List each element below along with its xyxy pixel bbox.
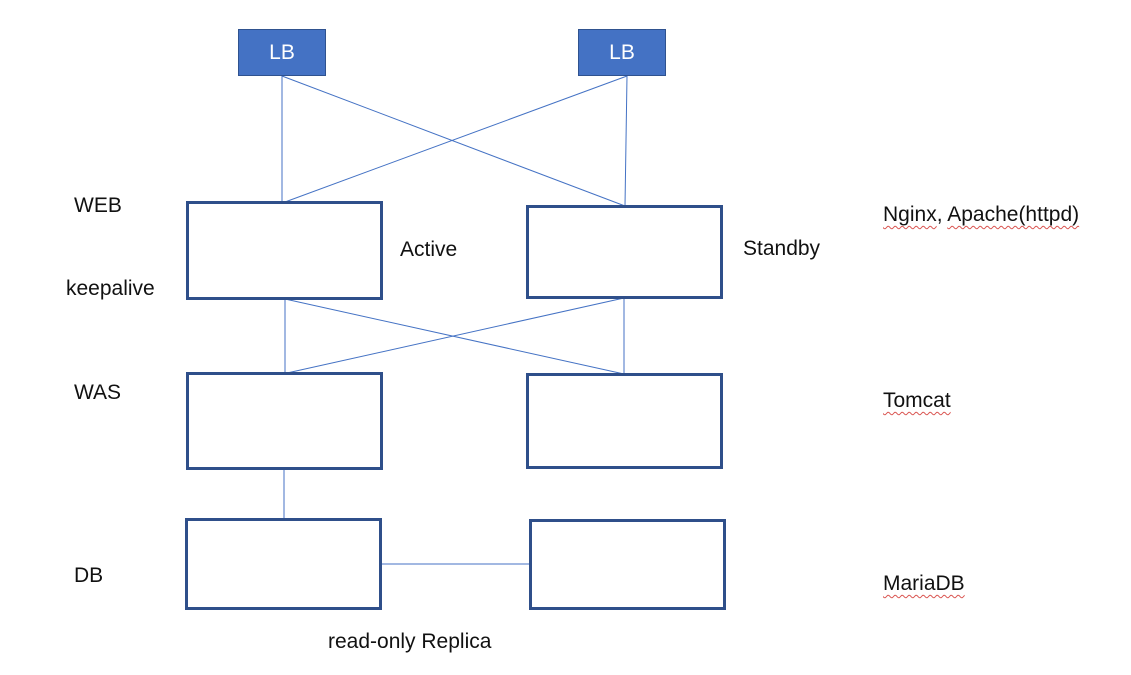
db-software-label: MariaDB — [883, 572, 965, 595]
load-balancer-left: LB — [238, 29, 326, 76]
db-server-replica — [529, 519, 726, 610]
connector-lb1-web-standby — [281, 75, 626, 207]
web-server-standby — [526, 205, 723, 299]
tier-label-was: WAS — [74, 381, 122, 404]
load-balancer-right: LB — [578, 29, 666, 76]
web-software-label: Nginx, Apache(httpd) — [883, 203, 1079, 227]
connector-lb2-web-standby — [624, 75, 628, 207]
web-software-apache-text: Apache(httpd) — [947, 203, 1080, 226]
connector-web-standby-was-left — [286, 297, 625, 374]
standby-label: Standby — [743, 237, 821, 260]
replica-label: read-only Replica — [328, 630, 492, 653]
load-balancer-right-label: LB — [609, 40, 635, 64]
connector-web-active-was-right — [284, 298, 625, 375]
tier-label-db: DB — [74, 564, 104, 587]
web-software-nginx: Nginx — [883, 203, 937, 226]
keepalive-label: keepalive — [66, 277, 155, 300]
load-balancer-left-label: LB — [269, 40, 295, 64]
active-label: Active — [400, 238, 458, 261]
web-software-separator: , — [936, 203, 948, 226]
was-server-left — [186, 372, 383, 470]
was-db-connectors — [283, 469, 530, 565]
connector-lb2-web-active — [284, 75, 628, 203]
tier-label-web: WEB — [74, 194, 122, 217]
db-server-primary — [185, 518, 382, 610]
web-software-apache: Apache(httpd) — [947, 203, 1079, 226]
was-software-label: Tomcat — [883, 389, 951, 412]
lb-web-connectors — [281, 75, 628, 207]
web-was-connectors — [284, 297, 625, 375]
web-server-active — [186, 201, 383, 300]
was-server-right — [526, 373, 723, 469]
